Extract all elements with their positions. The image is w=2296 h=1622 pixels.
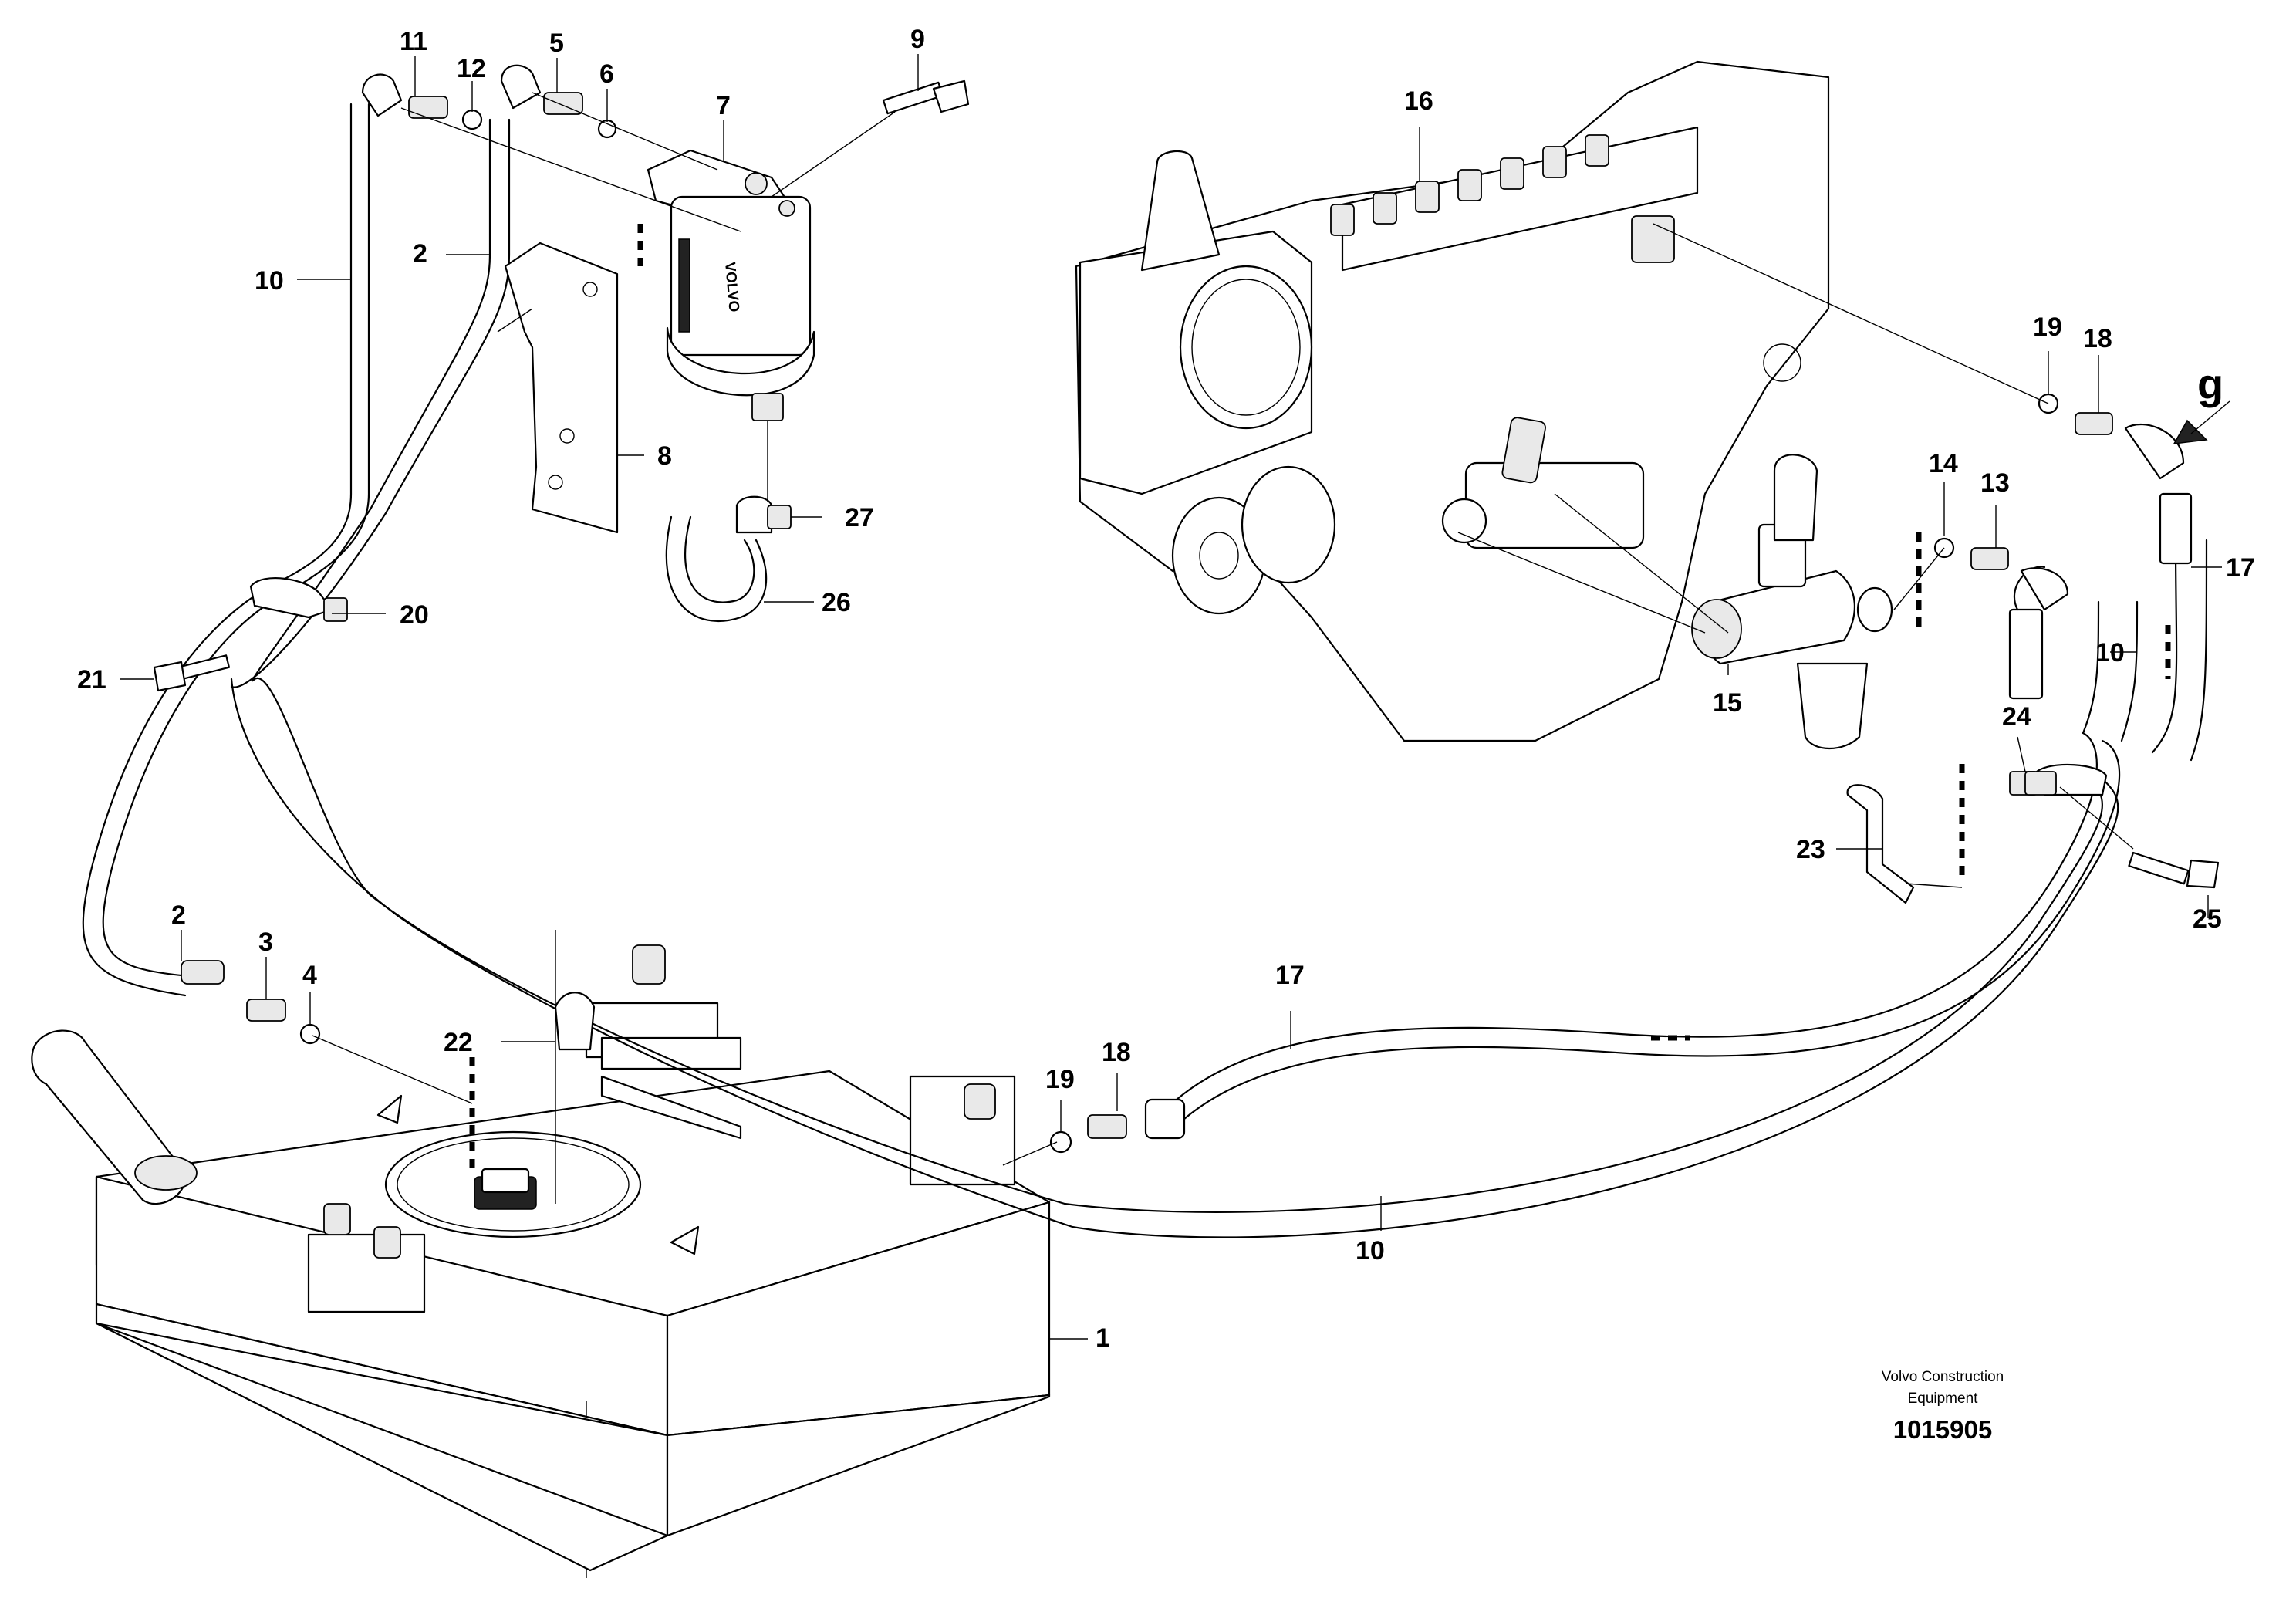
callout-15: 15 [1713, 688, 1742, 718]
primer-valve [1691, 454, 1893, 750]
callout-21: 21 [77, 665, 106, 694]
callout-17: 17 [2226, 553, 2255, 583]
callout-18: 18 [2083, 324, 2112, 353]
callout-8: 8 [657, 441, 672, 471]
callout-19: 19 [2033, 313, 2062, 342]
callout-26: 26 [822, 588, 851, 617]
callout-20: 20 [400, 600, 429, 630]
callout-7: 7 [716, 91, 731, 120]
callout-4: 4 [302, 961, 317, 990]
cut-marks [469, 224, 2171, 1173]
callout-24: 24 [2002, 702, 2031, 732]
hose-clips [249, 495, 2108, 1051]
callout-14: 14 [1929, 449, 1958, 478]
callout-17: 17 [1275, 961, 1305, 990]
document-number: 1015905 [1893, 1415, 1992, 1444]
fuel-tank [31, 944, 1051, 1578]
callout-27: 27 [845, 503, 874, 532]
callout-5: 5 [549, 29, 564, 58]
injection-pump [1075, 60, 1830, 742]
view-marker-label: g [2197, 360, 2223, 408]
assembly-lines [312, 92, 2134, 1204]
callout-16: 16 [1404, 86, 1433, 116]
callout-3: 3 [258, 928, 273, 957]
mounting-bracket [504, 242, 619, 534]
callout-25: 25 [2193, 904, 2222, 934]
fuel-filter: VOLVO [647, 149, 815, 421]
callout-1: 1 [1096, 1323, 1110, 1353]
callout-labels: 1 2 2 3 4 5 6 7 8 9 10 10 10 11 12 13 14… [77, 25, 2255, 1353]
leader-lines [120, 54, 2230, 1340]
callout-19: 19 [1045, 1065, 1075, 1094]
callout-18: 18 [1102, 1038, 1131, 1067]
callout-23: 23 [1796, 835, 1825, 864]
callout-6: 6 [599, 59, 614, 89]
brand-line-1: Volvo Construction [1882, 1369, 2004, 1385]
footer-block: Volvo Construction Equipment 1015905 [1882, 1369, 2004, 1444]
brand-line-2: Equipment [1908, 1391, 1979, 1407]
hose-lines [82, 103, 2208, 1238]
callout-10: 10 [1356, 1236, 1385, 1265]
callout-2: 2 [171, 901, 186, 930]
callout-22: 22 [444, 1028, 473, 1057]
callout-10: 10 [255, 266, 284, 296]
callout-9: 9 [910, 25, 925, 54]
callout-10: 10 [2095, 638, 2125, 667]
callout-11: 11 [400, 27, 427, 56]
callout-2: 2 [413, 239, 427, 269]
callout-12: 12 [457, 54, 486, 83]
callout-13: 13 [1980, 468, 2010, 498]
fittings [153, 64, 2220, 1154]
